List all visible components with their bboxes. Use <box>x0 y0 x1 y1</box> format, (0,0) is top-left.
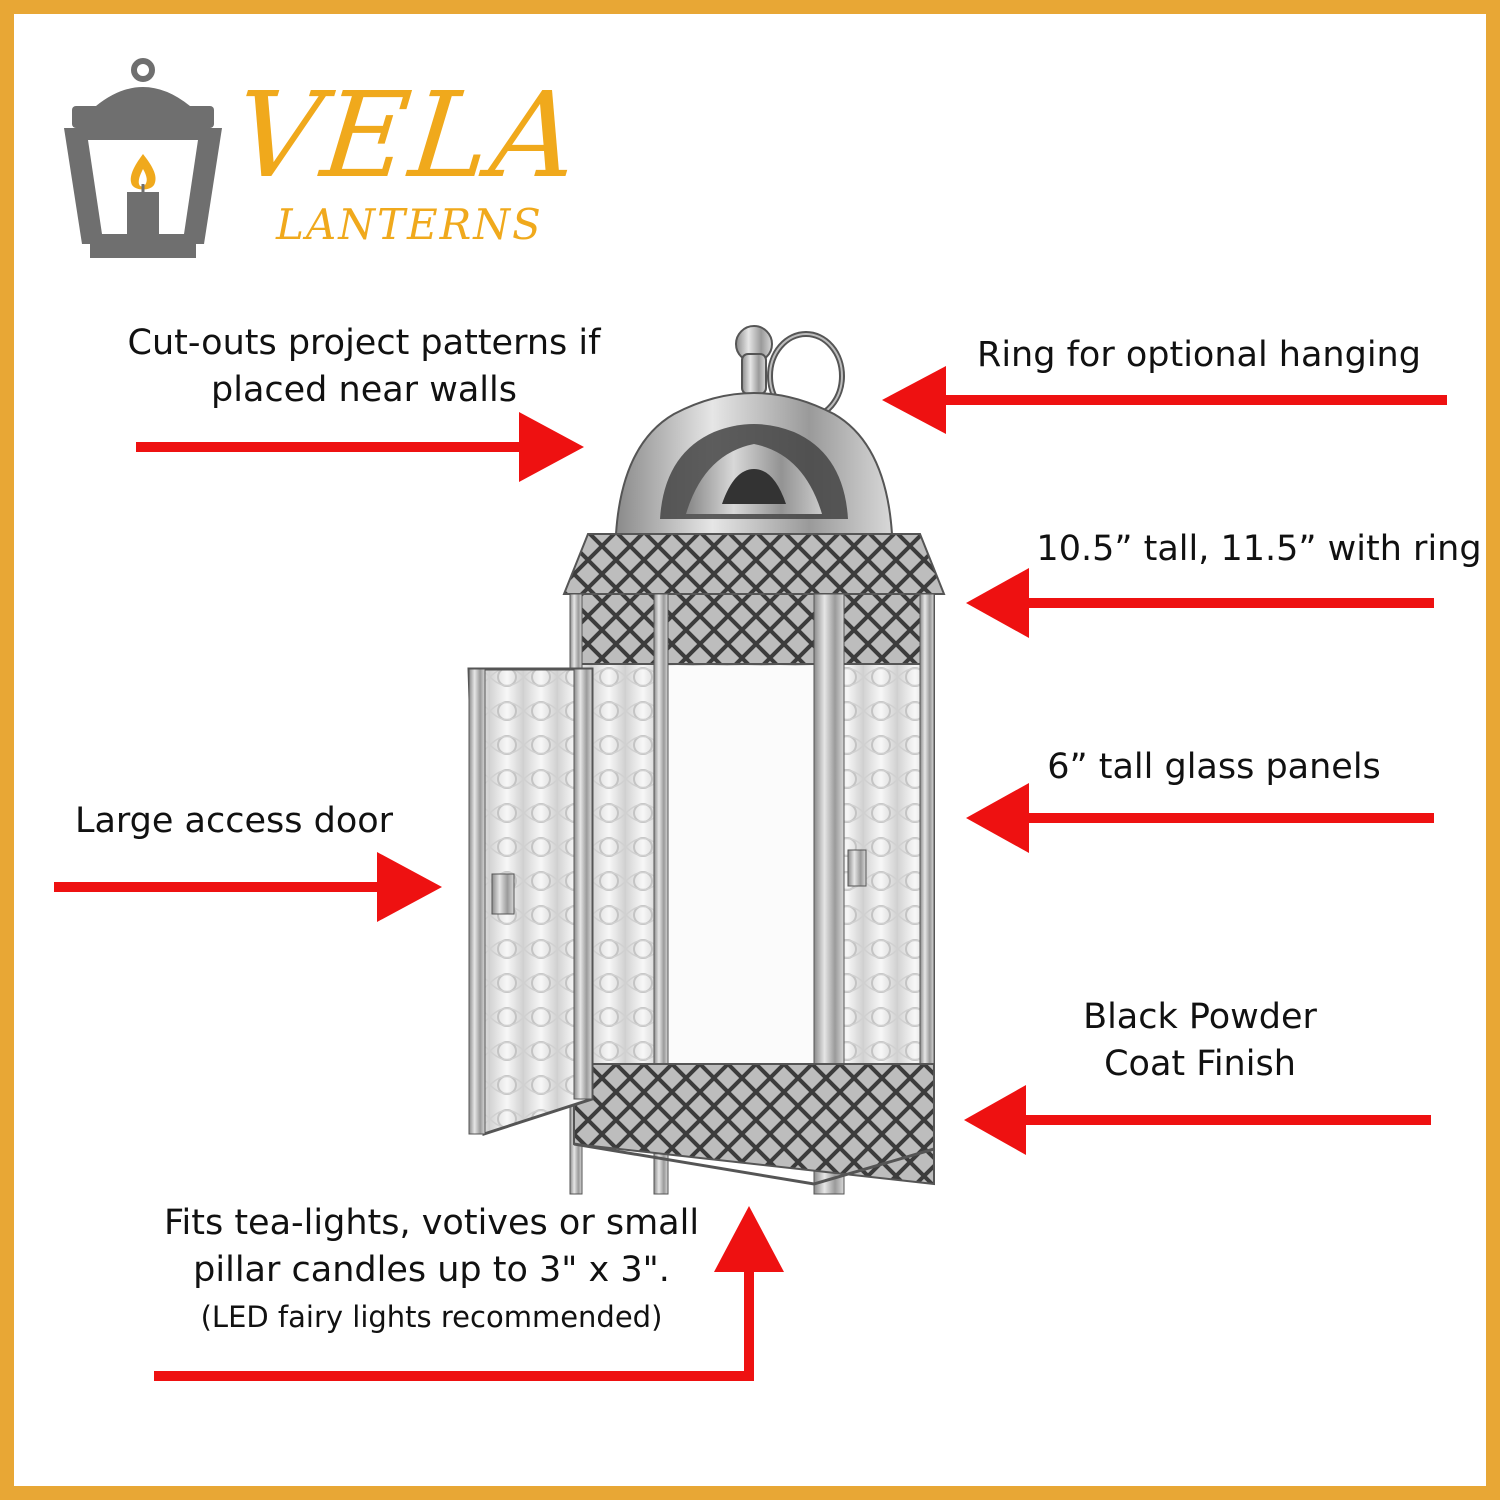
callout-finish-line1: Black Powder <box>1083 997 1317 1037</box>
callout-ring: Ring for optional hanging <box>977 335 1421 375</box>
callout-candles-line1: Fits tea-lights, votives or small <box>163 1203 700 1243</box>
callout-finish: Black Powder Coat Finish <box>1050 994 1350 1088</box>
callout-finish-line2: Coat Finish <box>1104 1044 1296 1084</box>
callout-door: Large access door <box>74 801 394 841</box>
brand-name: VELA <box>228 66 587 204</box>
callout-cutouts: Cut-outs project patterns if placed near… <box>114 320 614 414</box>
hanging-ring-icon <box>767 331 845 421</box>
brand-tagline: LANTERNS <box>276 200 543 249</box>
callout-cutouts-line2: placed near walls <box>211 370 517 410</box>
callout-height: 10.5” tall, 11.5” with ring <box>1036 529 1482 569</box>
callout-candles-line2: pillar candles up to 3" x 3". <box>193 1250 670 1290</box>
callout-cutouts-line1: Cut-outs project patterns if <box>127 323 601 363</box>
callout-candles-line3: (LED fairy lights recommended) <box>200 1300 663 1334</box>
callout-candles: Fits tea-lights, votives or small pillar… <box>134 1200 729 1341</box>
callout-panels: 6” tall glass panels <box>1047 747 1381 787</box>
